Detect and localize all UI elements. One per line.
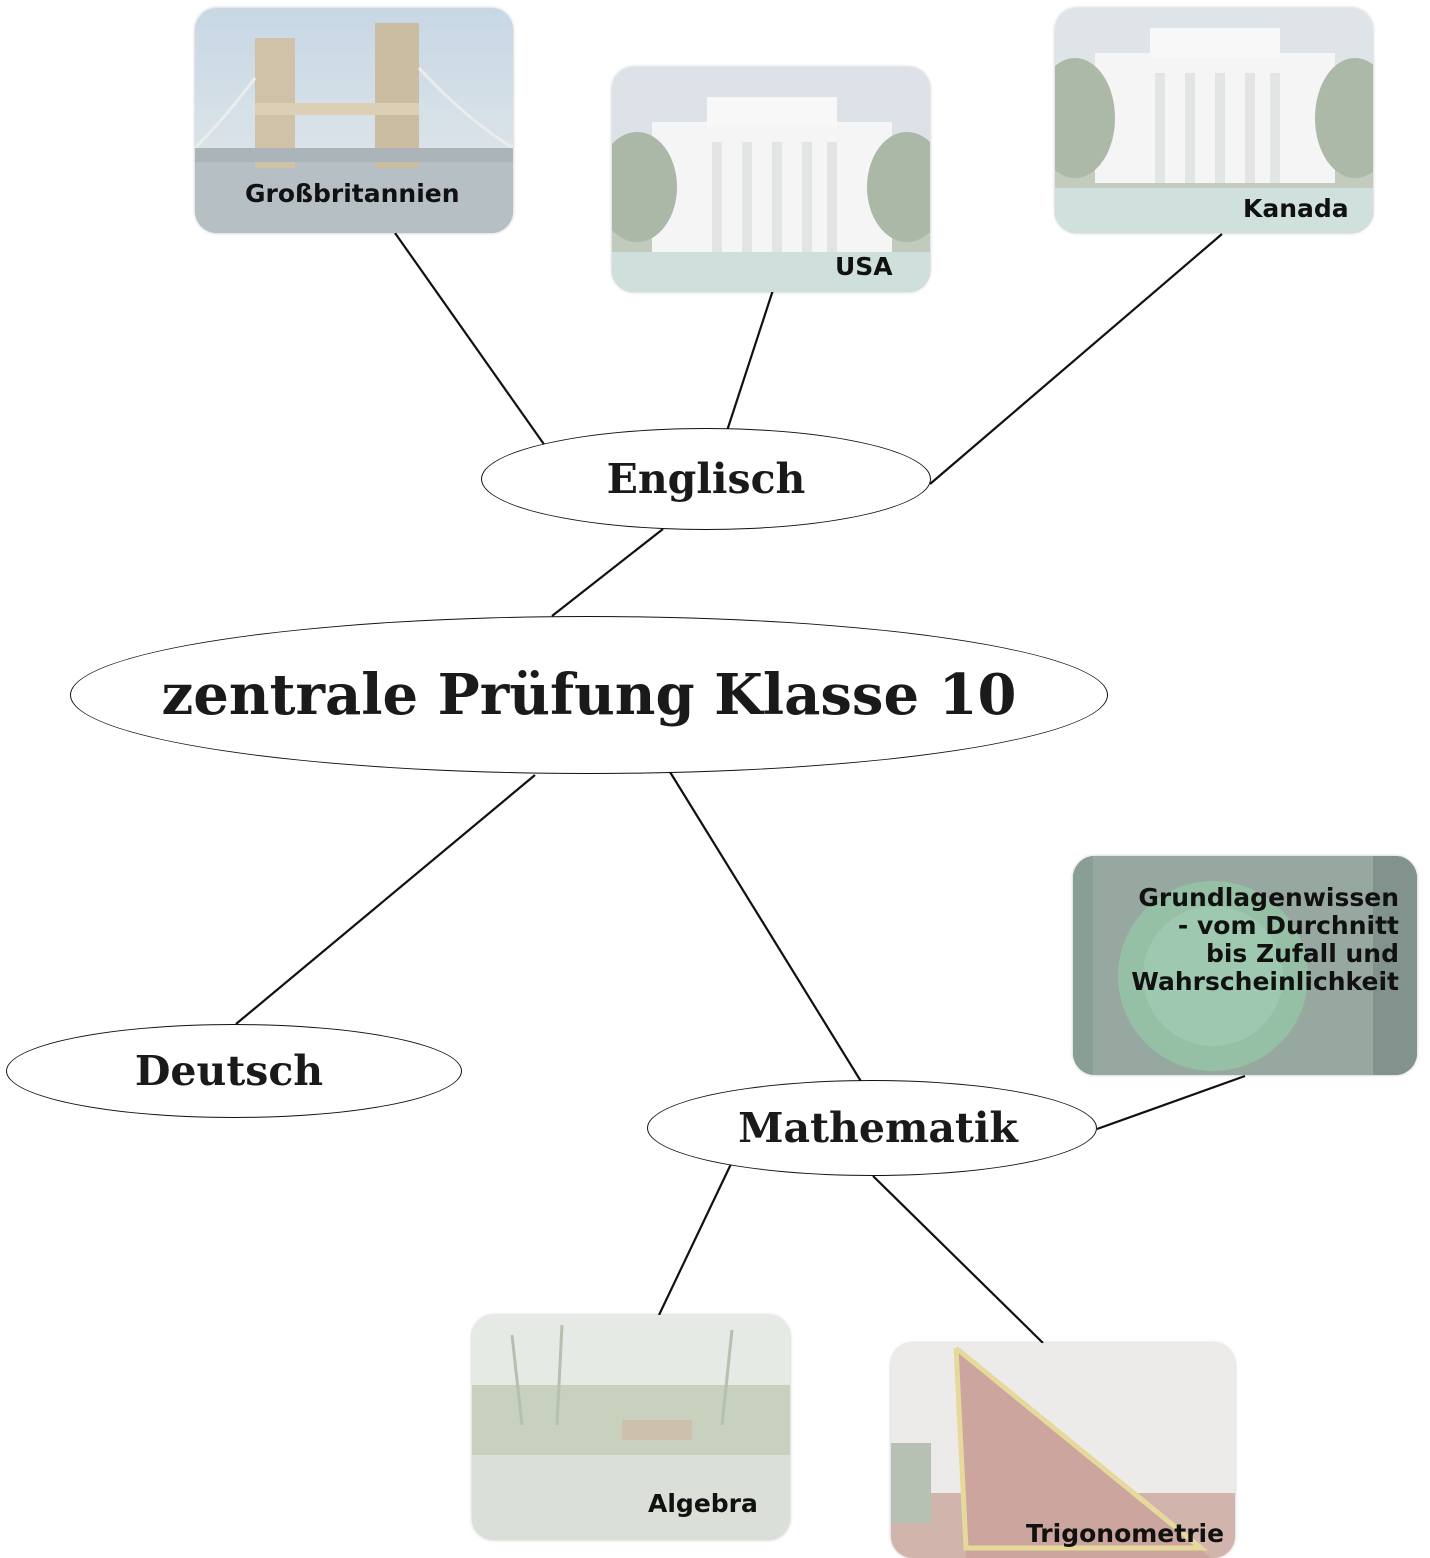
uk-card: Großbritannien — [195, 8, 513, 233]
trig-card: Trigonometrie — [891, 1343, 1235, 1558]
link-uk-english — [394, 232, 549, 451]
statistics-globe-image — [1073, 856, 1417, 1075]
basics-label: Grundlagenwissen - vom Durchnitt bis Zuf… — [1131, 884, 1399, 996]
basics-line-2: - vom Durchnitt — [1177, 911, 1399, 940]
algebra-label: Algebra — [648, 1489, 758, 1518]
basics-line-3: bis Zufall und — [1205, 939, 1399, 968]
link-basics-math — [1096, 1074, 1246, 1131]
central-node: zentrale Prüfung Klasse 10 — [70, 616, 1108, 774]
basics-line-1: Grundlagenwissen — [1138, 883, 1399, 912]
usa-label: USA — [835, 252, 893, 281]
link-math-trig — [872, 1175, 1044, 1344]
canada-card: Kanada — [1055, 8, 1373, 233]
german-node: Deutsch — [6, 1024, 462, 1118]
english-node: Englisch — [481, 428, 931, 530]
trig-label: Trigonometrie — [1026, 1519, 1225, 1548]
usa-card: USA — [612, 67, 930, 292]
white-house-image — [1055, 8, 1373, 233]
link-central-math — [669, 771, 863, 1084]
uk-label: Großbritannien — [245, 179, 460, 208]
link-canada-english — [929, 233, 1223, 485]
basics-line-4: Wahrscheinlichkeit — [1131, 967, 1399, 996]
basics-card: Grundlagenwissen - vom Durchnitt bis Zuf… — [1073, 856, 1417, 1075]
white-house-image — [612, 67, 930, 292]
sundial-triangle-image — [891, 1343, 1235, 1558]
link-math-algebra — [658, 1163, 732, 1316]
palm-lagoon-image — [472, 1315, 790, 1540]
math-node: Mathematik — [647, 1080, 1097, 1176]
canada-label: Kanada — [1243, 194, 1349, 223]
link-english-central — [551, 528, 664, 617]
tower-bridge-image — [195, 8, 513, 233]
link-usa-english — [723, 289, 775, 438]
link-central-german — [235, 774, 536, 1025]
algebra-card: Algebra — [472, 1315, 790, 1540]
